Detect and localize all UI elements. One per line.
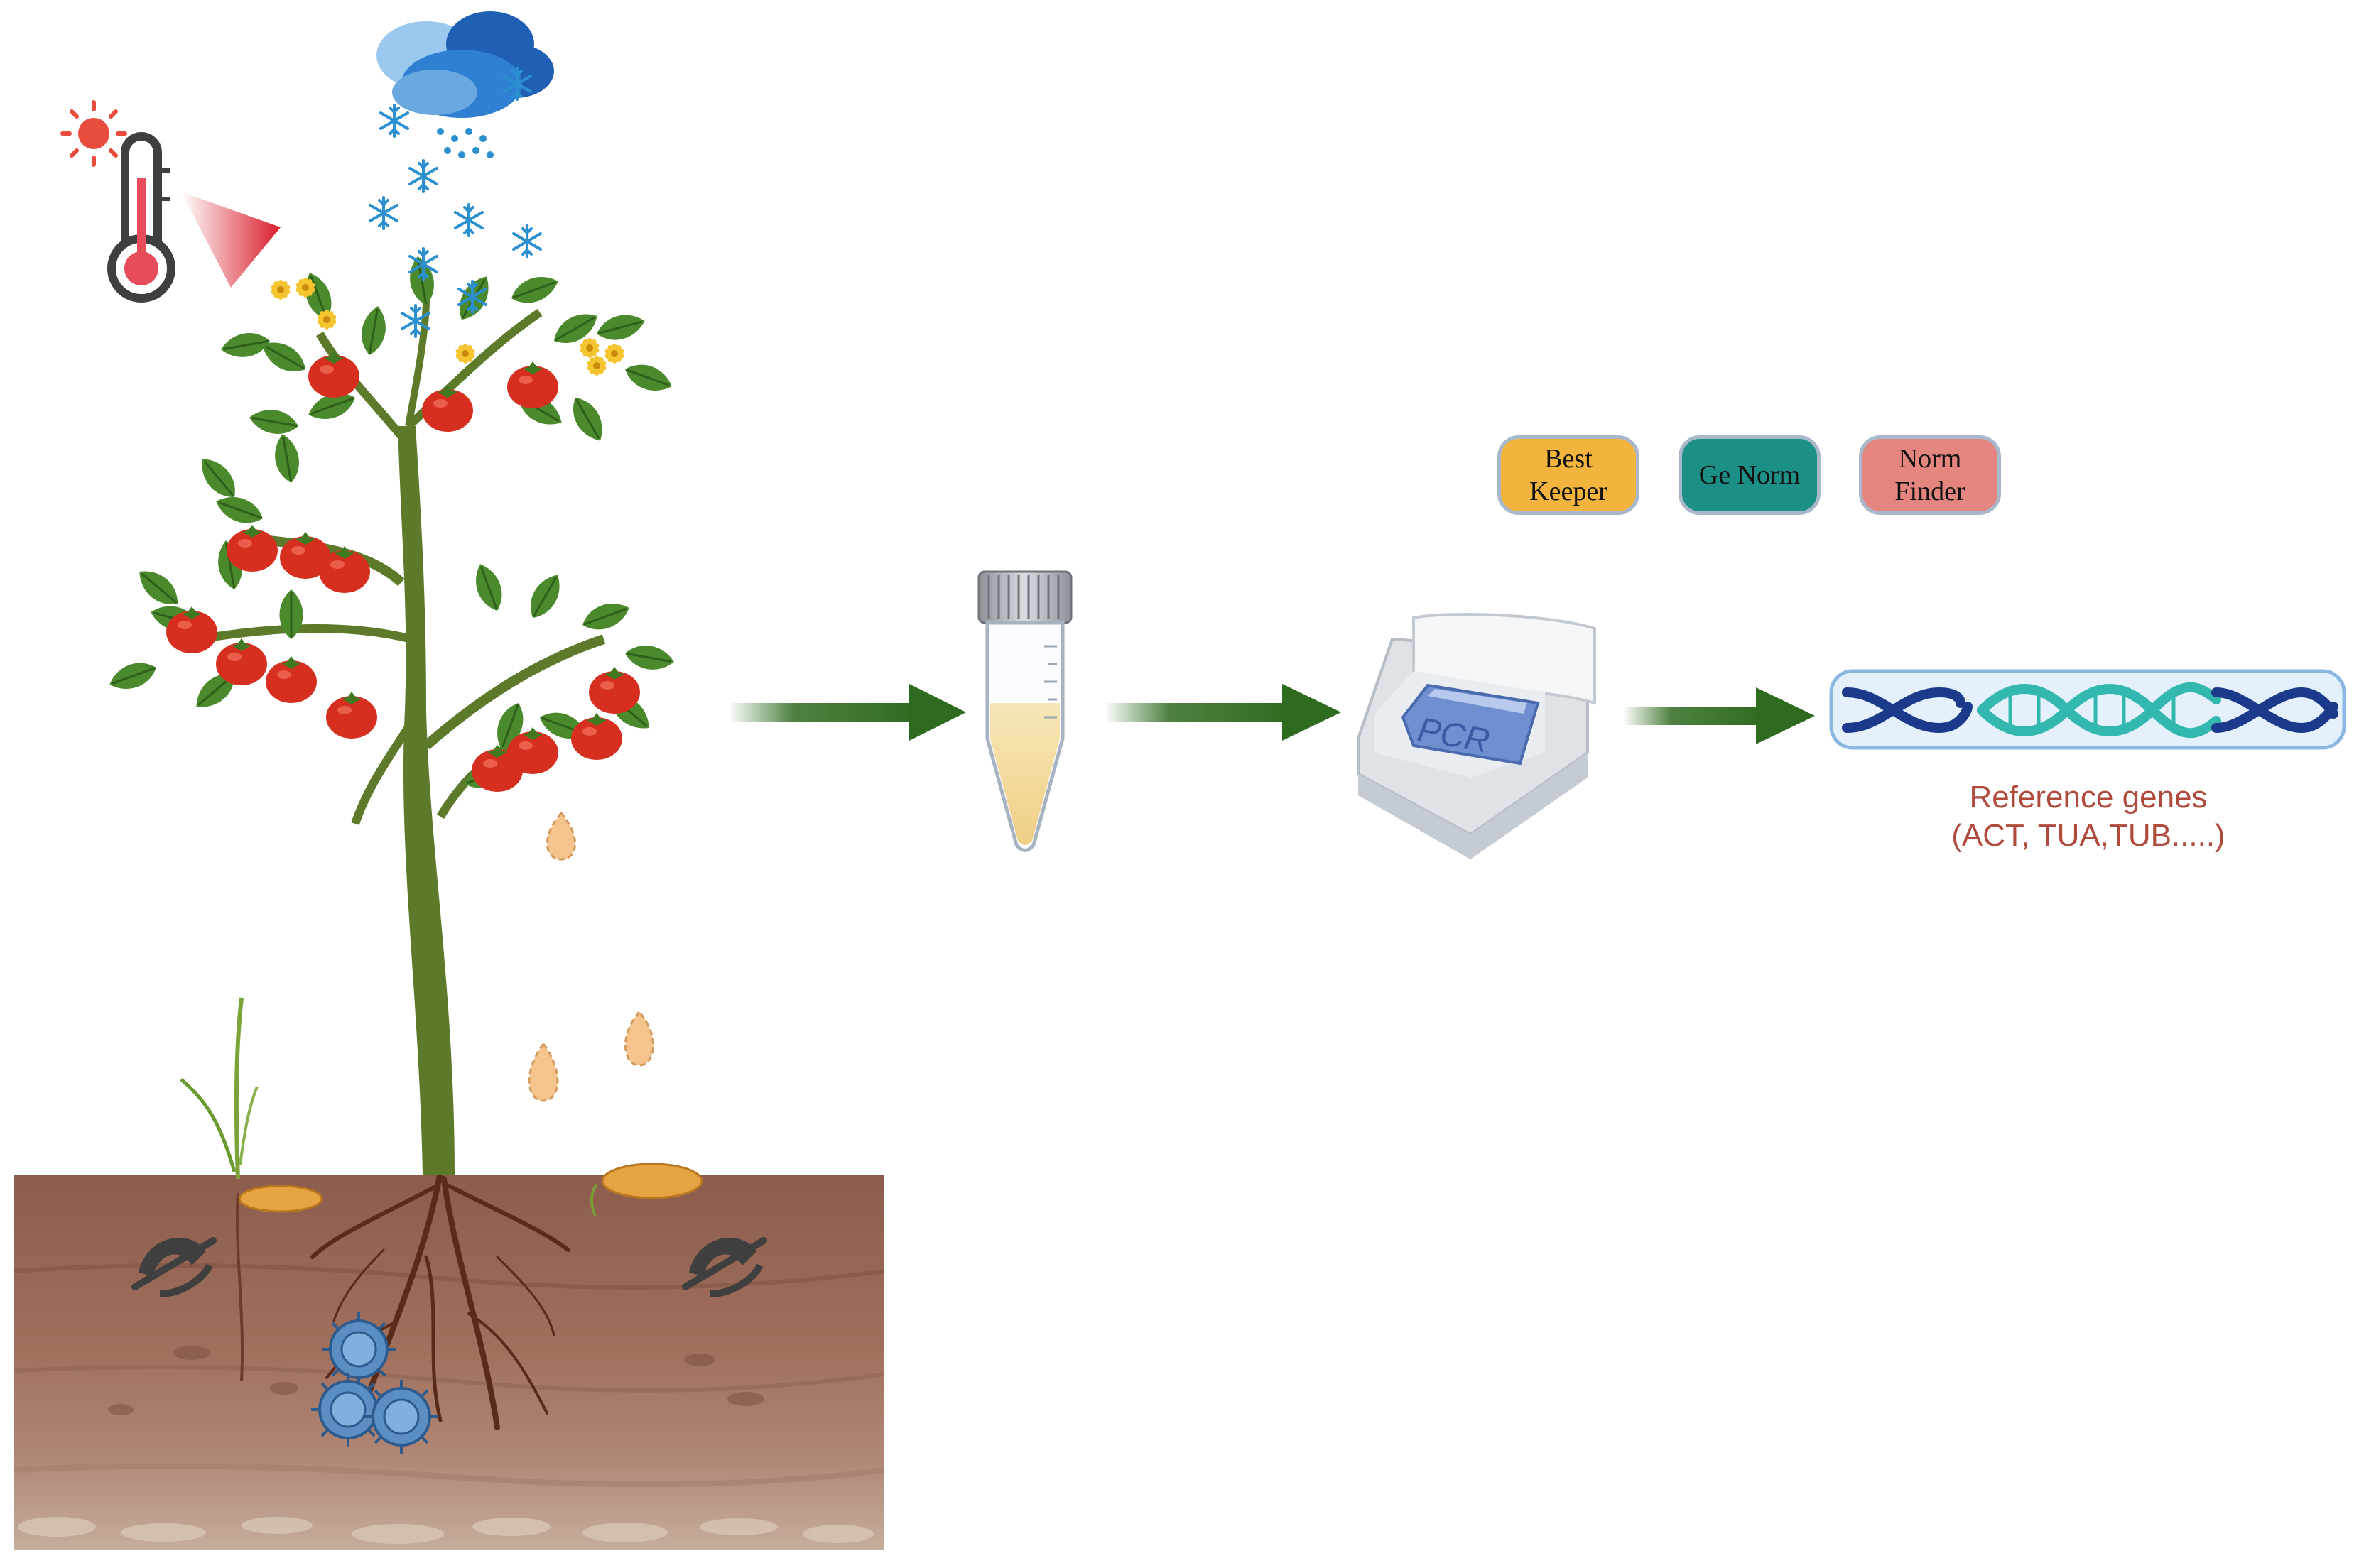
seeds — [238, 1163, 703, 1216]
leaves — [104, 253, 678, 796]
virus-icon — [363, 1378, 440, 1455]
pcr-machine-icon: PCR — [1357, 613, 1596, 859]
tomato-plant — [198, 298, 606, 1175]
sun-icon — [60, 100, 127, 167]
arrow-icon — [1623, 687, 1815, 744]
falling-seeds — [528, 811, 655, 1102]
reference-genes-list: (ACT, TUA,TUB.....) — [1951, 818, 2225, 853]
dna-icon — [1829, 669, 2346, 750]
snowflake-icon — [512, 224, 542, 258]
virus-icon — [320, 1311, 397, 1388]
arrow-icon — [1105, 684, 1341, 741]
snowflake-icon — [408, 159, 438, 193]
grass-sprout — [180, 997, 259, 1382]
sample-tube-icon — [977, 570, 1073, 852]
snowflake-icon — [379, 104, 409, 138]
arrow-icon — [728, 684, 966, 741]
ge-norm-badge: Ge Norm — [1679, 435, 1821, 515]
snowflake-icon — [369, 196, 398, 230]
snow-cloud-icon — [376, 11, 554, 158]
norm-finder-badge: Norm Finder — [1859, 435, 2001, 515]
reference-genes-title: Reference genes — [1969, 780, 2208, 815]
temperature-drop-icon — [181, 192, 281, 288]
best-keeper-badge: Best Keeper — [1497, 435, 1639, 515]
snowflake-icon — [454, 203, 484, 237]
thermometer-icon — [107, 132, 175, 303]
soil — [13, 1175, 885, 1550]
